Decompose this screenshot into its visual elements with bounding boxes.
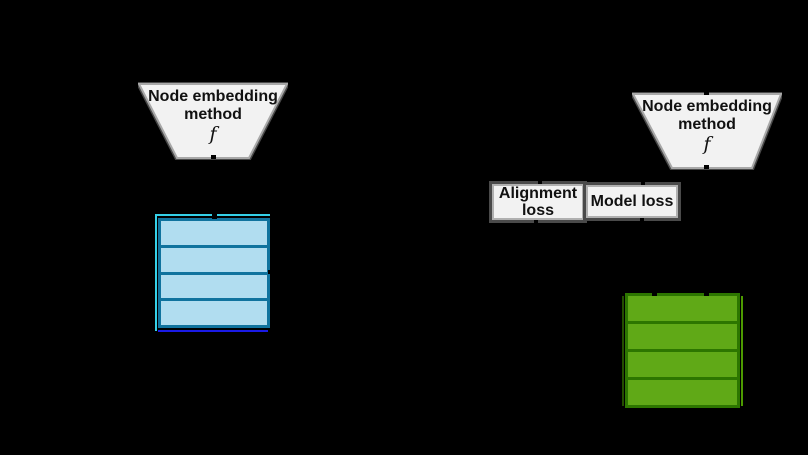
- arrow-tick: [211, 155, 216, 159]
- matrix-row: [628, 324, 737, 349]
- arrow-tick: [652, 291, 657, 296]
- right-funnel-function-symbol: f: [703, 133, 711, 155]
- matrix-row: [628, 296, 737, 321]
- matrix-row: [161, 274, 267, 299]
- arrow-tick: [704, 291, 709, 296]
- matrix-row: [161, 301, 267, 325]
- right-funnel-shape: [632, 92, 782, 170]
- arrow-tick: [704, 92, 709, 95]
- matrix-row: [628, 380, 737, 405]
- model-loss-label: Model loss: [590, 193, 674, 210]
- arrow-tick: [212, 214, 217, 219]
- arrow-tick: [704, 165, 709, 169]
- blue-matrix-underline: [158, 330, 268, 332]
- blue-matrix-accent-left-line: [155, 214, 157, 331]
- green-embedding-matrix: [625, 293, 740, 408]
- matrix-row: [161, 247, 267, 272]
- arrow-tick: [641, 182, 645, 185]
- left-funnel-label-line2: method: [184, 106, 242, 123]
- left-funnel-shape: [138, 82, 288, 160]
- matrix-row: [628, 352, 737, 377]
- right-funnel-label: Node embedding method f: [632, 94, 782, 172]
- alignment-loss-label: Alignment loss: [498, 185, 578, 219]
- arrow-tick: [538, 181, 542, 184]
- arrow-tick: [268, 270, 272, 274]
- alignment-loss-box: Alignment loss: [489, 181, 587, 223]
- left-funnel-function-symbol: f: [209, 123, 217, 145]
- left-funnel-body: [138, 83, 288, 159]
- left-funnel-label-line1: Node embedding: [148, 88, 278, 105]
- green-matrix-accent-right-line: [741, 296, 743, 406]
- green-matrix-accent-left-line: [622, 296, 624, 406]
- model-loss-box: Model loss: [583, 182, 681, 221]
- right-funnel-label-line1: Node embedding: [642, 98, 772, 115]
- arrow-tick: [640, 218, 644, 221]
- right-funnel-label-line2: method: [678, 116, 736, 133]
- matrix-row: [161, 221, 267, 245]
- right-funnel-body: [632, 93, 782, 169]
- arrow-tick: [534, 220, 538, 223]
- blue-embedding-matrix: [158, 218, 270, 328]
- left-funnel-label: Node embedding method f: [138, 84, 288, 162]
